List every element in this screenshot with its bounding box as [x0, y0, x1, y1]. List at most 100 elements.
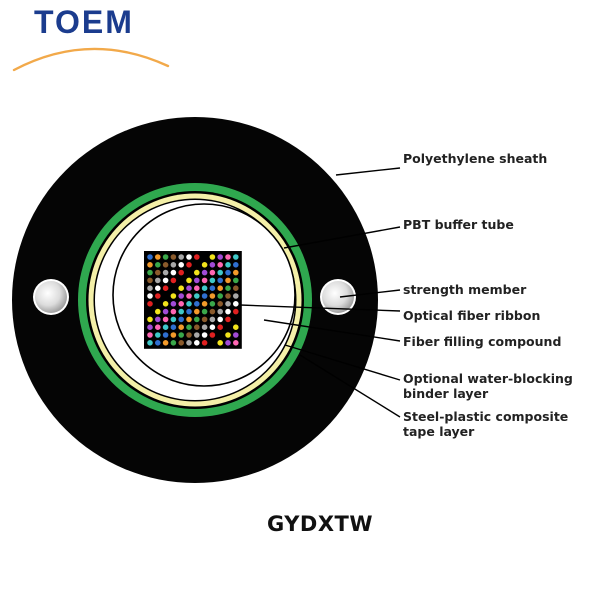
fiber-dot: [154, 315, 162, 323]
fiber-dot: [193, 308, 201, 315]
fiber-dot: [193, 315, 201, 323]
fiber-dot: [216, 339, 224, 347]
fiber-dot: [216, 315, 224, 323]
fiber-dot: [193, 269, 201, 276]
fiber-dot: [232, 269, 240, 276]
leader-pbt-buffer-tube: [283, 226, 401, 249]
fiber-dot: [224, 261, 232, 269]
fiber-dot: [216, 284, 224, 292]
fiber-dot: [177, 300, 185, 308]
leader-lines: [239, 167, 401, 418]
fiber-dot: [162, 276, 169, 284]
fiber-dot: [232, 315, 240, 323]
fiber-dot: [232, 253, 240, 261]
fiber-dot: [208, 261, 216, 269]
fiber-dot: [185, 315, 193, 323]
fiber-dot: [169, 261, 177, 269]
fiber-dot: [193, 339, 201, 347]
fiber-dot: [169, 269, 177, 276]
fiber-dot: [169, 253, 177, 261]
fiber-dot: [146, 284, 154, 292]
fiber-dot: [146, 253, 154, 261]
fiber-dot: [169, 308, 177, 315]
label-water-blocking-binder: Optional water-blocking binder layer: [403, 371, 573, 401]
fiber-dot: [146, 292, 154, 300]
fiber-dot: [169, 284, 177, 292]
fiber-dot: [201, 276, 208, 284]
fiber-dot: [146, 308, 154, 315]
cable-body: [12, 117, 378, 483]
fiber-dot: [154, 276, 162, 284]
fiber-dot: [193, 284, 201, 292]
fiber-dot: [169, 315, 177, 323]
fiber-dot: [162, 300, 169, 308]
fiber-dot: [162, 269, 169, 276]
fiber-dot: [154, 331, 162, 339]
fiber-dot: [154, 253, 162, 261]
label-steel-plastic-tape: Steel-plastic composite tape layer: [403, 409, 569, 439]
fiber-dot: [208, 292, 216, 300]
fiber-dot: [185, 284, 193, 292]
fiber-dot: [185, 253, 193, 261]
fiber-dot: [146, 269, 154, 276]
fiber-dot: [201, 269, 208, 276]
fiber-dot: [208, 253, 216, 261]
fiber-dot: [177, 315, 185, 323]
leader-steel-plastic-tape: [299, 354, 401, 418]
fiber-dot: [201, 284, 208, 292]
fiber-dot: [162, 323, 169, 331]
fiber-dot: [232, 339, 240, 347]
cable-model-title: GYDXTW: [266, 512, 374, 536]
fiber-dot: [232, 276, 240, 284]
fiber-dot: [201, 308, 208, 315]
fiber-dot: [169, 323, 177, 331]
fiber-dot: [185, 292, 193, 300]
leader-water-blocking-binder: [284, 344, 401, 381]
fiber-dot: [154, 261, 162, 269]
fiber-dot: [177, 253, 185, 261]
fiber-dot: [154, 323, 162, 331]
fiber-dot: [146, 315, 154, 323]
fiber-dot: [201, 292, 208, 300]
fiber-dot: [146, 300, 154, 308]
fiber-dot: [216, 292, 224, 300]
label-pbt-buffer-tube: PBT buffer tube: [403, 217, 514, 232]
fiber-dot: [208, 269, 216, 276]
fiber-dot: [177, 331, 185, 339]
fiber-dot: [193, 323, 201, 331]
leader-optical-fiber-ribbon: [239, 304, 401, 312]
fiber-dot: [177, 323, 185, 331]
fiber-dot: [224, 292, 232, 300]
fiber-dot: [224, 269, 232, 276]
fiber-dot: [208, 331, 216, 339]
fiber-dot: [193, 292, 201, 300]
leader-fiber-filling-compound: [263, 319, 401, 342]
fiber-dot: [169, 300, 177, 308]
fiber-dot: [232, 300, 240, 308]
fiber-dot: [232, 323, 240, 331]
fiber-dot: [162, 284, 169, 292]
fiber-dot: [224, 300, 232, 308]
fiber-dot: [185, 308, 193, 315]
fiber-dot: [201, 339, 208, 347]
fiber-dot: [169, 292, 177, 300]
fiber-dot: [162, 308, 169, 315]
fiber-dot: [232, 261, 240, 269]
fiber-dot: [185, 261, 193, 269]
fiber-dot: [154, 292, 162, 300]
leader-strength-member: [339, 289, 401, 298]
fiber-dot: [208, 339, 216, 347]
fiber-dot: [232, 308, 240, 315]
fiber-dot: [216, 269, 224, 276]
fiber-dot: [146, 339, 154, 347]
fiber-dot: [208, 300, 216, 308]
fiber-dot: [169, 276, 177, 284]
fiber-dot: [208, 284, 216, 292]
fiber-dot: [162, 292, 169, 300]
fiber-dot: [185, 339, 193, 347]
fiber-dot: [201, 300, 208, 308]
fiber-dot: [185, 269, 193, 276]
fiber-dot: [193, 276, 201, 284]
fiber-dot: [216, 300, 224, 308]
fiber-dot: [201, 331, 208, 339]
